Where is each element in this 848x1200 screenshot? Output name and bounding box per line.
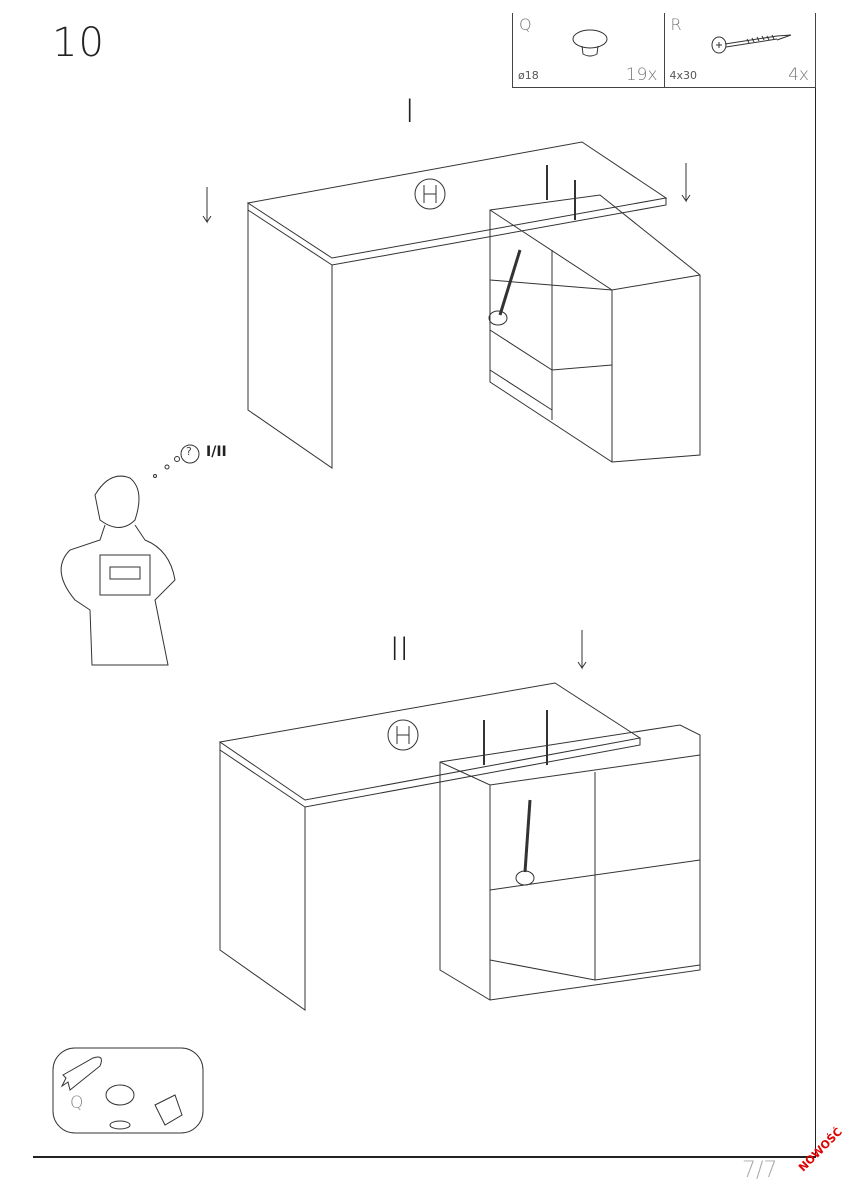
variant-choice-hint: ? I/II [186,444,227,460]
part-size: ø18 [518,69,539,82]
part-letter: R [670,15,682,34]
page-number: 7/7 [742,1158,778,1183]
step-number: 10 [52,20,105,66]
choice-text: I/II [206,444,227,460]
screw-icon [488,310,508,326]
cap-icon [572,29,608,57]
thumb-icon [60,1056,102,1091]
cam-lock-icon [109,1120,131,1130]
variant-label-ii: II [390,630,409,668]
worker-figure [60,475,176,666]
connector-icon [154,1094,183,1126]
screw-icon [711,34,791,54]
hardware-h-icon [414,178,446,210]
desk-variant-ii [218,630,701,1011]
part-r: R 4x30 4x [665,13,816,87]
question-symbol: ? [186,445,192,458]
question-icon [180,444,200,464]
desk-variant-i [202,141,701,469]
part-quantity: 19x [625,65,658,85]
parts-list: Q ø18 19x R 4x30 4x [512,13,816,88]
part-q: Q ø18 19x [513,13,665,87]
page-frame [33,13,816,1158]
variant-label-i: I [405,92,415,130]
hardware-h-icon [387,719,419,751]
tip-box [52,1047,204,1134]
part-letter: Q [519,15,532,34]
screw-icon [515,870,535,886]
part-size: 4x30 [669,69,698,82]
cap-icon [105,1084,135,1106]
cap-tip-letter: Q [70,1093,84,1113]
part-quantity: 4x [788,65,809,85]
